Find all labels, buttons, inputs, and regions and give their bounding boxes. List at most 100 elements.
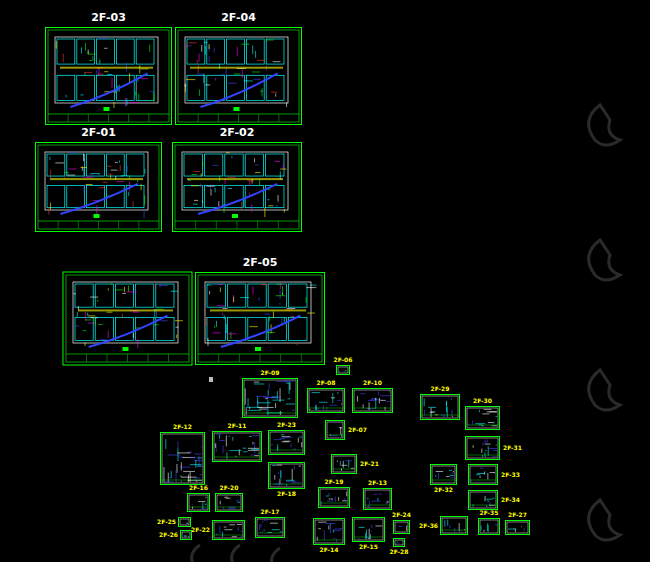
cad-line — [129, 102, 139, 103]
sheet-label: 2F-05 — [243, 257, 278, 268]
cad-line — [354, 408, 391, 409]
cad-line — [217, 305, 226, 306]
cad-line — [489, 448, 497, 449]
cad-line — [177, 448, 178, 461]
cad-line — [268, 284, 286, 307]
cad-line — [272, 397, 278, 398]
cad-line — [58, 221, 59, 229]
cad-line — [190, 67, 283, 69]
sheet-drawing — [441, 517, 469, 536]
cad-line — [379, 398, 380, 404]
sheet-drawing — [353, 518, 386, 543]
cad-line — [162, 480, 203, 481]
cad-line — [262, 88, 263, 96]
sheet-label: 2F-09 — [261, 370, 280, 376]
cad-line — [222, 313, 223, 315]
cad-line — [217, 507, 241, 508]
cad-line — [110, 175, 111, 178]
cad-line — [218, 284, 223, 285]
cad-line — [133, 312, 140, 313]
cad-line — [226, 152, 229, 153]
cad-line — [198, 466, 202, 467]
cad-line — [267, 332, 275, 333]
detail-sheet: 2F-13 — [363, 488, 392, 510]
cad-line — [50, 178, 143, 180]
cad-line — [274, 439, 281, 440]
cad-line — [112, 78, 113, 88]
cad-line — [365, 505, 390, 506]
cad-line — [187, 39, 205, 64]
cad-line — [248, 450, 259, 451]
cad-line — [127, 291, 137, 292]
cad-line — [207, 317, 225, 340]
cad-line — [485, 496, 486, 501]
cad-line — [223, 308, 228, 309]
sheet-label: 2F-08 — [317, 380, 336, 386]
cad-line — [234, 107, 240, 111]
cad-line — [289, 384, 290, 390]
cad-line — [138, 221, 139, 229]
cad-line — [496, 524, 497, 525]
sheet-label: 2F-07 — [348, 427, 367, 433]
cad-line — [486, 499, 493, 500]
cad-line — [271, 92, 278, 93]
cad-line — [286, 481, 296, 482]
cad-line — [280, 470, 281, 478]
cad-line — [150, 91, 153, 92]
cad-line — [88, 323, 95, 324]
cad-line — [246, 39, 264, 64]
cad-line — [73, 293, 75, 294]
cad-line — [278, 114, 279, 122]
cad-line — [85, 319, 91, 320]
drawing-sheet: 2F-02 — [172, 142, 302, 232]
cad-line — [244, 413, 296, 414]
cad-line — [188, 536, 189, 537]
cad-line — [315, 404, 316, 410]
cad-line — [241, 531, 243, 532]
cad-line — [254, 383, 264, 384]
cad-line — [195, 479, 196, 482]
cad-line — [291, 443, 292, 447]
cad-line — [226, 452, 227, 459]
cad-line — [386, 401, 390, 402]
detail-sheet: 2F-10 — [352, 388, 393, 413]
cad-line — [209, 44, 210, 49]
cad-line — [255, 164, 260, 165]
cad-line — [354, 537, 383, 538]
sheet-drawing — [431, 465, 458, 486]
sheet-label: 2F-28 — [390, 549, 409, 555]
cad-line — [312, 392, 320, 393]
cad-line — [449, 470, 452, 471]
cad-line — [346, 492, 347, 497]
detail-sheet: 2F-34 — [468, 490, 498, 510]
cad-line — [68, 114, 69, 122]
cad-line — [254, 382, 260, 383]
cad-line — [319, 402, 327, 403]
cad-line — [249, 326, 257, 327]
cad-line — [194, 460, 202, 461]
cad-line — [188, 474, 189, 482]
cad-line — [180, 519, 189, 525]
cad-line — [480, 468, 484, 469]
cad-line — [280, 290, 281, 299]
cad-line — [476, 474, 480, 475]
cad-line — [483, 443, 484, 446]
cad-line — [239, 354, 240, 362]
sheet-label: 2F-32 — [434, 487, 453, 493]
sheet-label: 2F-33 — [501, 472, 520, 478]
cad-line — [66, 275, 189, 362]
sheet-label: 2F-23 — [277, 422, 296, 428]
cad-line — [111, 170, 118, 171]
cad-line — [484, 530, 485, 532]
cad-line — [87, 52, 89, 53]
cad-line — [365, 533, 366, 539]
cad-line — [280, 531, 282, 532]
cad-line — [192, 504, 193, 505]
cad-line — [128, 192, 129, 196]
cad-line — [339, 371, 340, 372]
cad-line — [232, 437, 233, 441]
cad-line — [77, 39, 95, 64]
cad-line — [280, 283, 281, 289]
cad-line — [258, 114, 259, 122]
